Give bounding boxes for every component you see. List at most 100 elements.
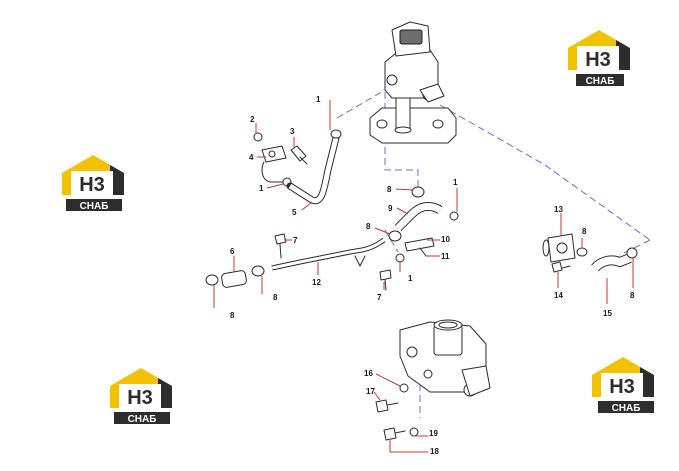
upper-valve-assembly [369,21,457,144]
housing-port [423,369,433,379]
hose-clamp [449,211,459,221]
callout-number: 7 [293,236,298,245]
logo-bar [576,74,624,86]
logo-subtitle: СНАБ [80,201,109,212]
brand-logo: H3 СНАБ [110,368,172,425]
bolt-head [379,269,392,281]
logo-side [158,378,172,408]
callout-layer: 1 2 3 4 1 5 8 9 1 8 10 11 7 6 8 12 8 [213,95,635,456]
logo-side [640,367,654,397]
bolt-shank [299,156,308,165]
hose-clamp [330,129,342,139]
hose-clamp [251,265,265,277]
logo-mark: H3 [127,387,153,409]
logo-bar [598,401,654,413]
brand-logo: H3 СНАБ [568,30,630,87]
flange-hole [556,242,568,254]
o-ring [253,132,263,142]
logo-subtitle: СНАБ [128,414,157,425]
bolt-shank [561,265,571,269]
bolt-head [383,427,397,441]
callout-number: 2 [250,115,255,124]
callout-number: 14 [554,291,563,300]
lower-valve-assembly [375,319,491,441]
pipe-12-fill [271,238,385,270]
tee-stem [419,247,427,257]
bolt-shank [386,402,399,406]
brand-logos: H3 СНАБ H3 СНАБ H3 СНАБ H3 [62,30,654,425]
brand-logo: H3 СНАБ [592,357,654,414]
route-line [439,104,651,241]
logo-bar [114,412,170,424]
base-hole [376,119,388,129]
callout-number: 8 [582,227,587,236]
logo-bar [66,199,122,211]
logo-mark: H3 [609,376,635,398]
bolt-head [375,399,389,413]
callout-number: 13 [554,205,563,214]
logo-subtitle: СНАБ [586,76,615,87]
logo-side [110,165,124,195]
route-line [619,239,651,256]
callout-number: 12 [312,278,321,287]
callout-number: 1 [316,95,321,104]
left-pipe-group [253,129,342,205]
right-pipe-group [542,233,638,273]
logo-mark: H3 [585,49,611,71]
callout-number: 5 [292,208,297,217]
route-line [384,229,399,253]
leader-line [375,373,401,387]
bolt-shank [279,243,282,259]
leader-line [266,183,284,189]
hose-clamp [576,247,588,257]
callout-number: 16 [364,369,373,378]
logo-panel [601,373,643,397]
housing-port [386,74,398,86]
bolt-shank [384,279,387,291]
cylinder-bore [438,321,458,329]
hose-15-fill [591,254,632,271]
hose-clamp [388,230,402,242]
logo-panel [577,46,619,70]
logo-panel [71,171,113,195]
callout-number: 19 [429,429,438,438]
logo-subtitle: СНАБ [612,403,641,414]
hose-6 [221,270,247,288]
hose-clamp [411,186,425,198]
stem-collar [394,126,412,134]
base-hole [432,119,444,129]
hose-9-fill [395,203,442,231]
callout-number: 8 [630,291,635,300]
callout-number: 7 [377,293,382,302]
leader-line [373,391,381,401]
callout-number: 11 [441,252,450,261]
bolt-shank [394,430,406,434]
pipe-bracket [354,255,366,267]
pipe-loop [261,161,285,183]
valve-stem [395,94,411,131]
callout-number: 6 [230,247,235,256]
callout-number: 9 [388,204,393,213]
callout-number: 8 [387,185,392,194]
callout-number: 8 [230,311,235,320]
logo-mark: H3 [79,174,105,196]
bolt-head [551,261,563,273]
callout-number: 15 [603,309,612,318]
callout-number: 3 [290,127,295,136]
actuator-body [399,29,423,45]
callout-number: 10 [441,235,450,244]
bolt-head [290,145,307,162]
logo-side [616,40,630,70]
flange-hole [268,150,276,158]
logo-panel [119,384,161,408]
hose-fill [288,137,339,204]
callout-number: 8 [366,222,371,231]
bolt-head [274,233,287,245]
leader-line [374,227,391,235]
callout-number: 8 [273,293,278,302]
tee-fitting [404,237,435,252]
callout-number: 1 [408,274,413,283]
leader-line [396,207,409,215]
